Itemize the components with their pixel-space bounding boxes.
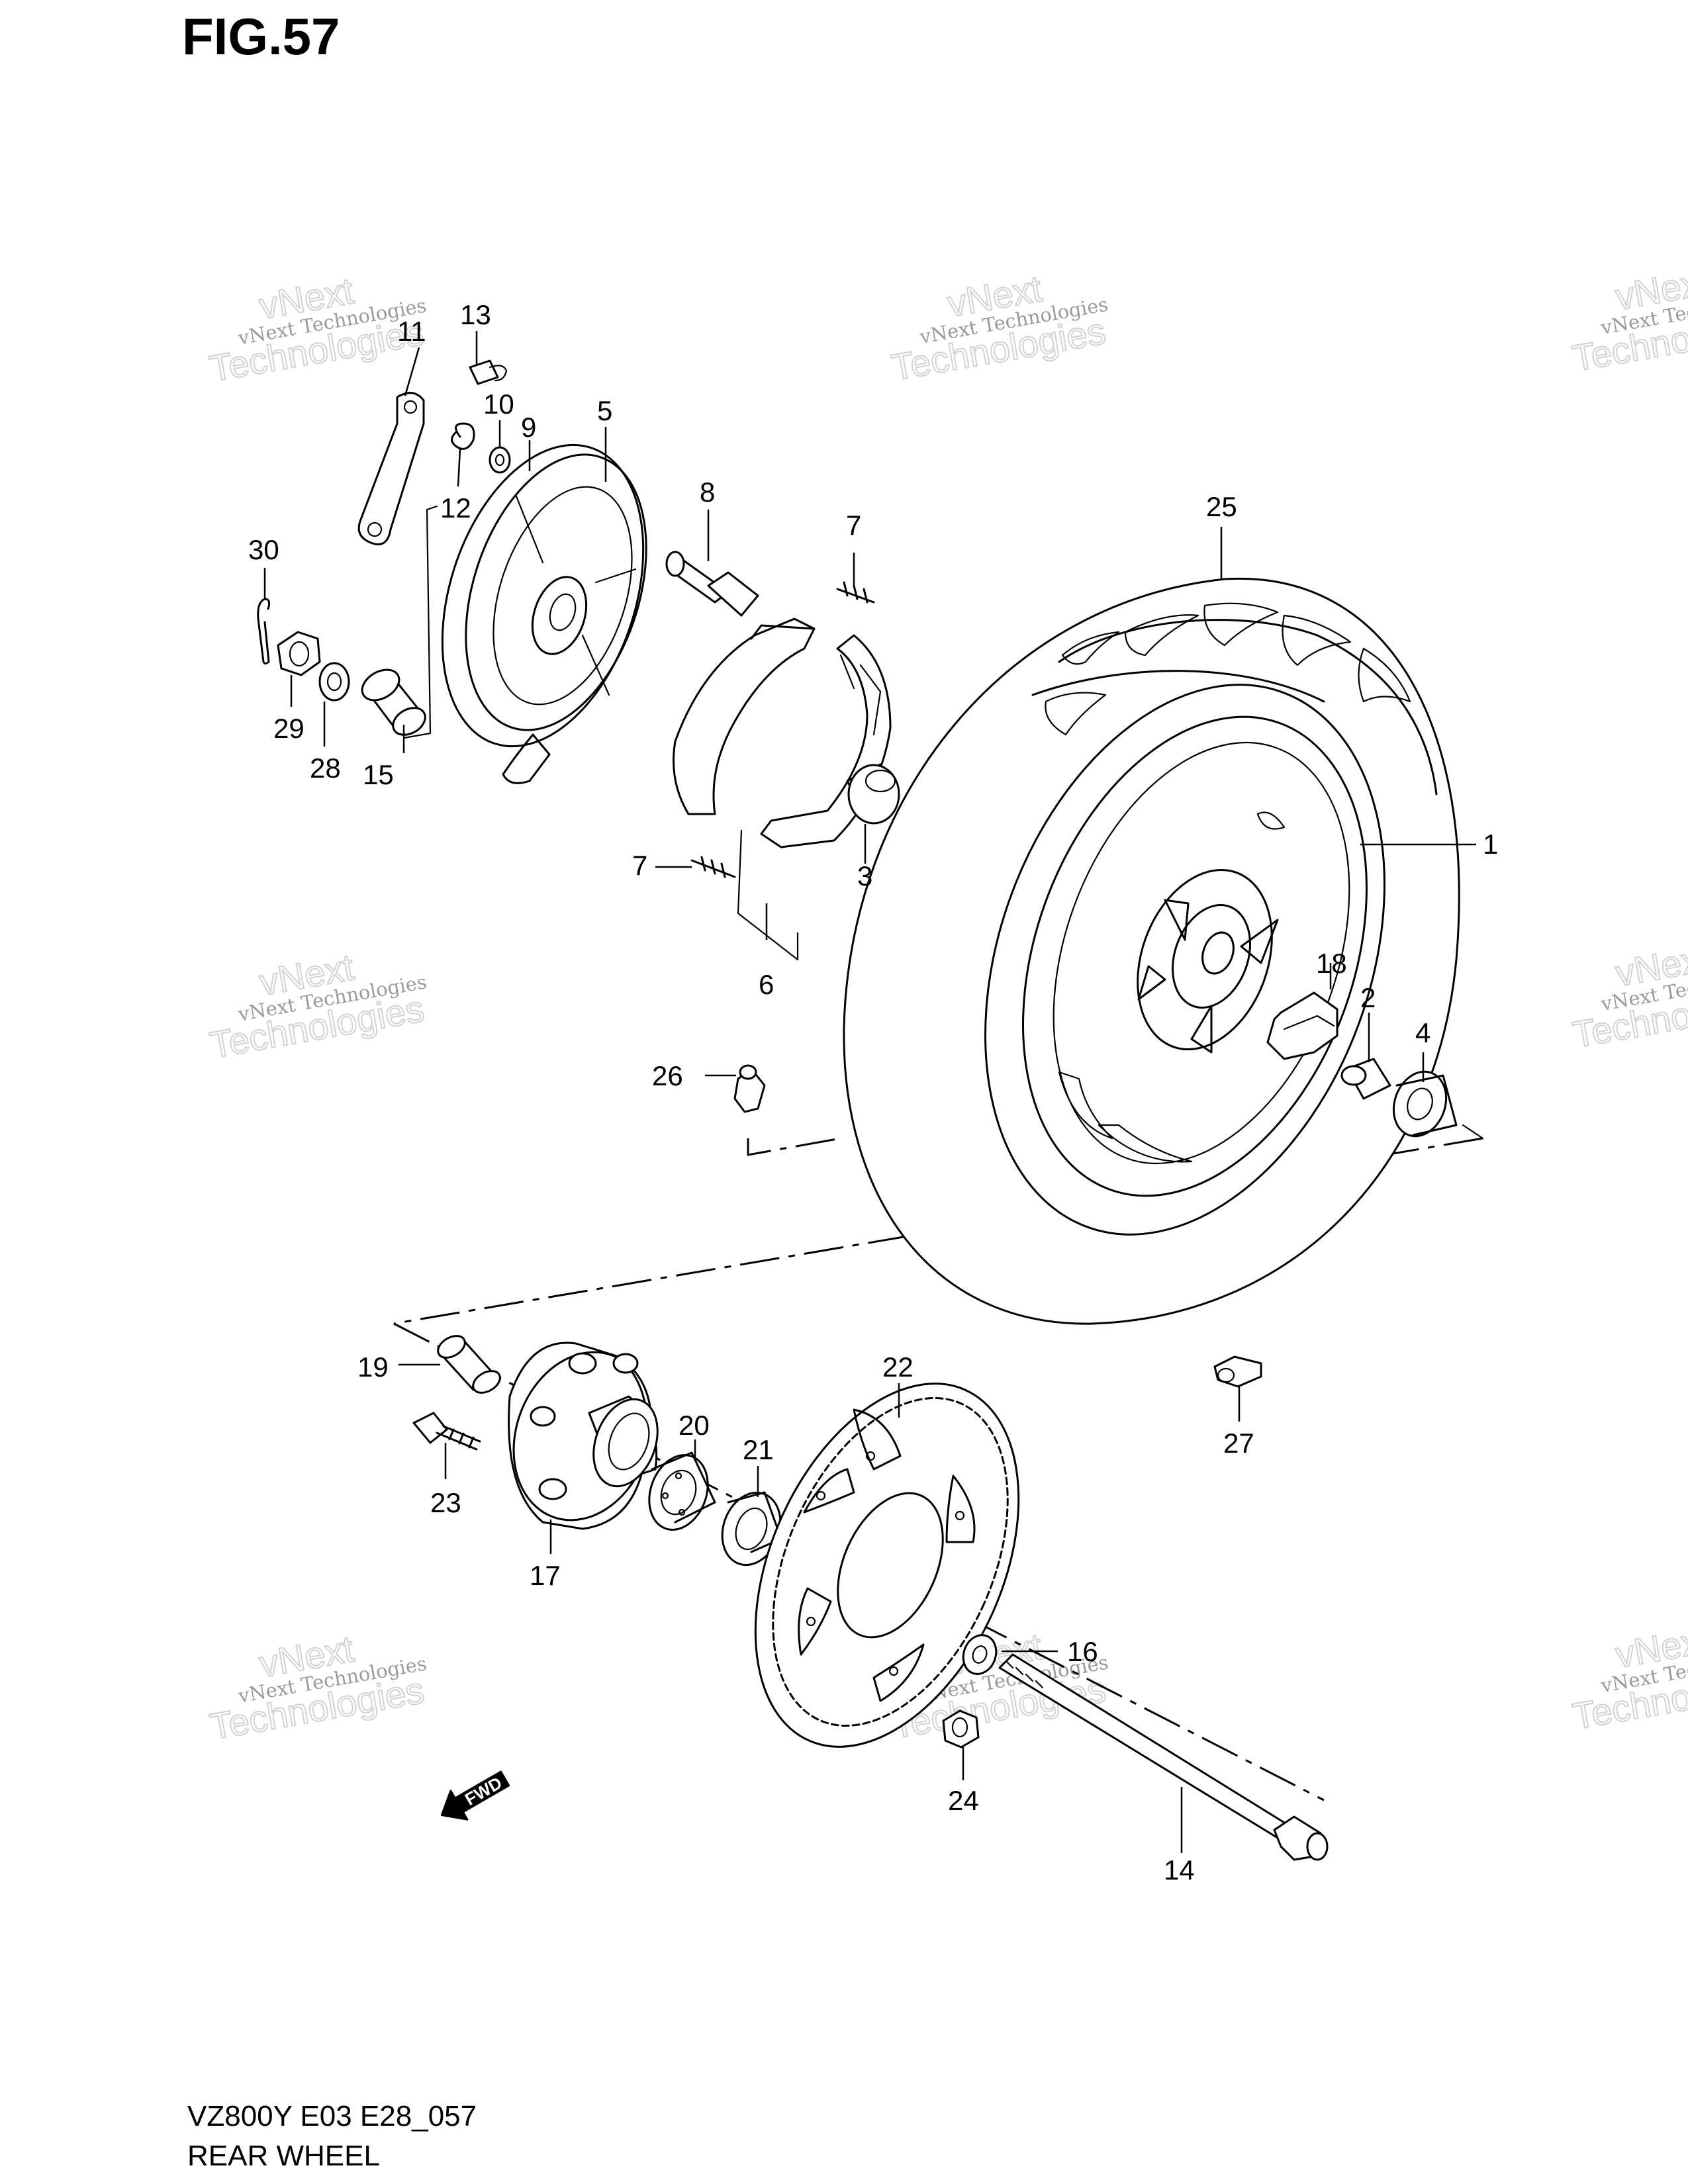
assembly-name: REAR WHEEL <box>187 2140 380 2172</box>
callout-7-lower: 7 <box>632 850 647 881</box>
callout-8: 8 <box>700 477 715 508</box>
rear-wheel-rim <box>984 684 1385 1236</box>
callout-14: 14 <box>1164 1854 1195 1886</box>
hub-bearing <box>648 1451 716 1531</box>
brake-panel <box>441 443 647 784</box>
callout-2: 2 <box>1360 982 1376 1013</box>
callout-18: 18 <box>1316 948 1347 979</box>
wheel-bearing-right <box>1392 1070 1458 1138</box>
model-code: VZ800Y E03 E28_057 <box>187 2100 477 2132</box>
axle-washer-right <box>962 1634 998 1675</box>
watermark-low-right: vNext Technologies vNext Technologies <box>1569 1617 1688 1738</box>
callout-26: 26 <box>652 1060 683 1091</box>
callout-4: 4 <box>1415 1017 1430 1048</box>
callout-29: 29 <box>273 713 305 744</box>
cotter-pin <box>257 598 271 664</box>
lever-bolt <box>469 359 508 385</box>
callout-12: 12 <box>440 492 471 523</box>
callout-16: 16 <box>1067 1636 1098 1667</box>
callout-labels: 1 2 3 4 5 6 7 7 8 9 10 11 12 13 14 15 16… <box>248 299 1498 1886</box>
callout-9: 9 <box>521 412 536 443</box>
callout-21: 21 <box>743 1434 774 1465</box>
sprocket-nut <box>942 1709 980 1749</box>
lever-spring <box>451 422 475 450</box>
forward-direction-arrow: FWD <box>440 1770 510 1821</box>
callout-1: 1 <box>1483 829 1498 860</box>
shoe-spring-upper <box>836 581 875 604</box>
rear-axle <box>998 1653 1329 1861</box>
callout-30: 30 <box>248 534 279 565</box>
watermark-low-left: vNext Technologies vNext Technologies <box>206 1627 428 1748</box>
callout-13: 13 <box>460 299 491 330</box>
callout-19: 19 <box>357 1351 389 1383</box>
leader-lines <box>263 331 1476 1853</box>
callout-7: 7 <box>846 510 861 541</box>
castle-nut <box>277 631 321 676</box>
axle-washer-left <box>318 662 350 702</box>
shoe-spring-lower <box>690 856 736 878</box>
callout-27: 27 <box>1223 1428 1254 1459</box>
brake-cam <box>665 551 759 617</box>
callout-5: 5 <box>597 395 612 426</box>
guide-valve <box>747 1137 841 1156</box>
callout-11: 11 <box>397 316 426 347</box>
axle-centerline-end <box>1462 1124 1484 1140</box>
watermark-mid-left: vNext Technologies vNext Technologies <box>206 945 428 1066</box>
guide-bracket-left <box>402 505 438 739</box>
callout-3: 3 <box>857 860 872 891</box>
brake-cam-lever <box>357 392 425 545</box>
callout-10: 10 <box>483 388 514 420</box>
wheel-damper <box>1266 991 1338 1060</box>
hub-bolt <box>412 1412 481 1451</box>
callout-25: 25 <box>1206 491 1237 522</box>
hub-stud <box>437 1335 501 1394</box>
wheel-spacer <box>1340 1058 1391 1100</box>
tire-valve <box>733 1064 766 1113</box>
watermark-mid-right: vNext Technologies vNext Technologies <box>1569 936 1688 1056</box>
rear-sprocket-hub <box>508 1342 659 1530</box>
lever-washer <box>489 446 511 474</box>
callout-28: 28 <box>310 752 341 784</box>
axle-spacer <box>361 668 426 736</box>
guide-bracket-shoe <box>737 829 799 961</box>
callout-23: 23 <box>430 1487 461 1518</box>
figure-title: FIG.57 <box>182 7 340 66</box>
callout-20: 20 <box>679 1410 710 1441</box>
watermark-top-right: vNext Technologies vNext Technologies <box>1569 259 1688 380</box>
callout-24: 24 <box>948 1785 979 1816</box>
balancer-weight <box>1213 1355 1262 1388</box>
rear-sprocket <box>754 1383 1020 1748</box>
brake-cam-spacer <box>846 763 900 825</box>
callout-15: 15 <box>363 759 394 790</box>
callout-22: 22 <box>882 1351 914 1383</box>
watermark-top-center: vNext Technologies vNext Technologies <box>888 267 1110 389</box>
callout-6: 6 <box>759 969 774 1000</box>
callout-17: 17 <box>530 1560 561 1591</box>
